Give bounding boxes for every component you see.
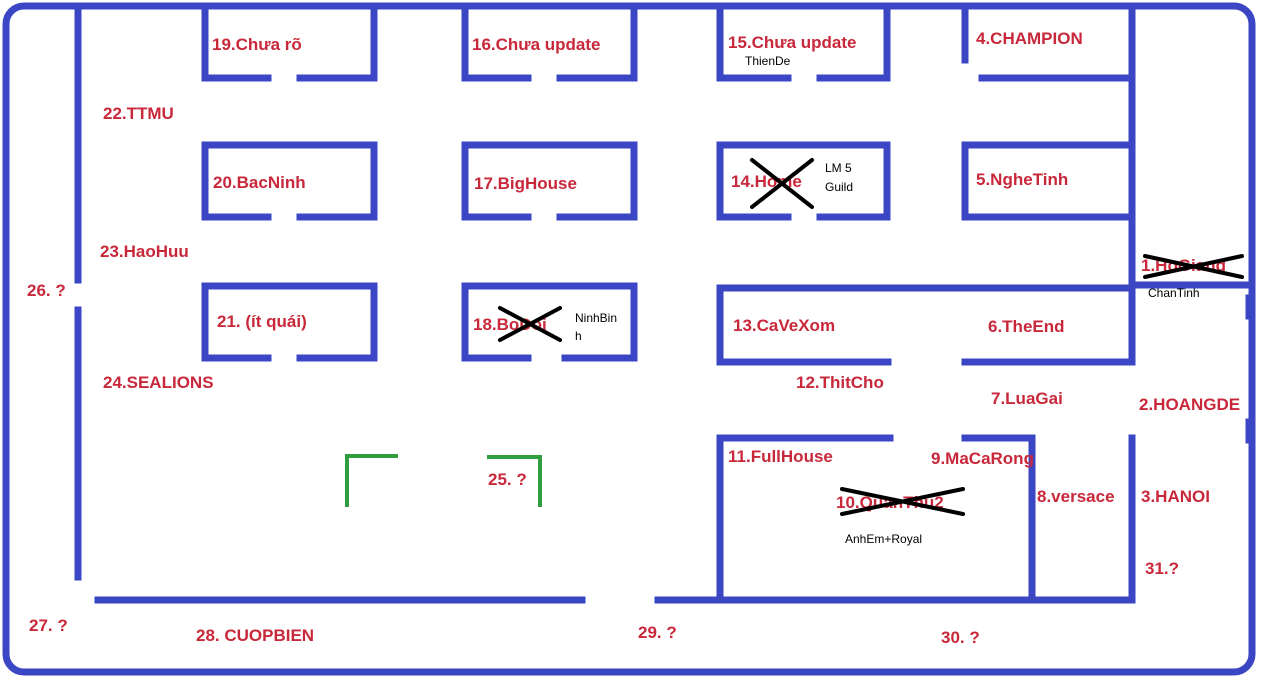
zone-label-9: 9.MaCaRong: [931, 449, 1034, 468]
cross-out-zone-18: [498, 306, 562, 342]
zone-label-31: 31.?: [1145, 559, 1179, 578]
note-chantinh: ChanTinh: [1148, 286, 1200, 300]
zone-label-15: 15.Chưa update: [728, 33, 857, 52]
room-17-walls: [461, 141, 638, 221]
left-corridor-walls: [74, 6, 1136, 604]
zone-label-13: 13.CaVeXom: [733, 316, 835, 335]
zone-25-markers: [345, 454, 542, 507]
zone-label-19: 19.Chưa rõ: [212, 35, 302, 54]
cross-out-zone-14: [750, 158, 814, 209]
zone-label-21: 21. (ít quái): [217, 312, 307, 331]
zone-label-12: 12.ThitCho: [796, 373, 884, 392]
note-anhem-royal: AnhEm+Royal: [845, 532, 922, 546]
zone-label-6: 6.TheEnd: [988, 317, 1065, 336]
room-14-walls: [716, 141, 891, 221]
room-20-walls: [201, 141, 378, 221]
zone-label-28: 28. CUOPBIEN: [196, 626, 314, 645]
room-4-walls: [961, 6, 1136, 82]
note-ninhbinh-line1: NinhBin: [575, 311, 617, 325]
room-11-10-walls: [716, 434, 1036, 604]
cross-out-zone-1: [1143, 254, 1244, 279]
note-lm5-line1: LM 5: [825, 161, 852, 175]
zone-label-22: 22.TTMU: [103, 104, 174, 123]
room-16-walls: [461, 6, 638, 82]
outer-wall: [2, 2, 1256, 676]
zone-label-8: 8.versace: [1037, 487, 1115, 506]
zone-label-20: 20.BacNinh: [213, 173, 306, 192]
zone-label-24: 24.SEALIONS: [103, 373, 214, 392]
note-lm5-line2: Guild: [825, 180, 853, 194]
zone-label-18: 18.BoDoi: [473, 315, 547, 334]
room-5-walls: [961, 141, 1136, 221]
zone-label-11: 11.FullHouse: [728, 447, 833, 466]
cross-out-zone-10: [840, 487, 965, 516]
note-ninhbinh-line2: h: [575, 329, 582, 343]
zone-label-23: 23.HaoHuu: [100, 242, 189, 261]
zone-label-29: 29. ?: [638, 623, 677, 642]
zone-label-25: 25. ?: [488, 470, 527, 489]
room-15-walls: [716, 6, 891, 82]
room-21-walls: [201, 282, 378, 362]
zone-label-27: 27. ?: [29, 616, 68, 635]
zone-label-5: 5.NgheTinh: [976, 170, 1068, 189]
zone-label-17: 17.BigHouse: [474, 174, 577, 193]
room-13-6-walls: [716, 284, 1136, 366]
zone-label-16: 16.Chưa update: [472, 35, 601, 54]
room-19-walls: [201, 6, 378, 82]
zone-label-2: 2.HOANGDE: [1139, 395, 1240, 414]
zone-label-3: 3.HANOI: [1141, 487, 1210, 506]
zone-label-30: 30. ?: [941, 628, 980, 647]
zone-label-4: 4.CHAMPION: [976, 29, 1083, 48]
zone-label-7: 7.LuaGai: [991, 389, 1063, 408]
room-18-walls: [461, 282, 638, 362]
right-corridor-walls: [1128, 6, 1256, 604]
zone-label-26: 26. ?: [27, 281, 66, 300]
note-thiende: ThienDe: [745, 54, 791, 68]
